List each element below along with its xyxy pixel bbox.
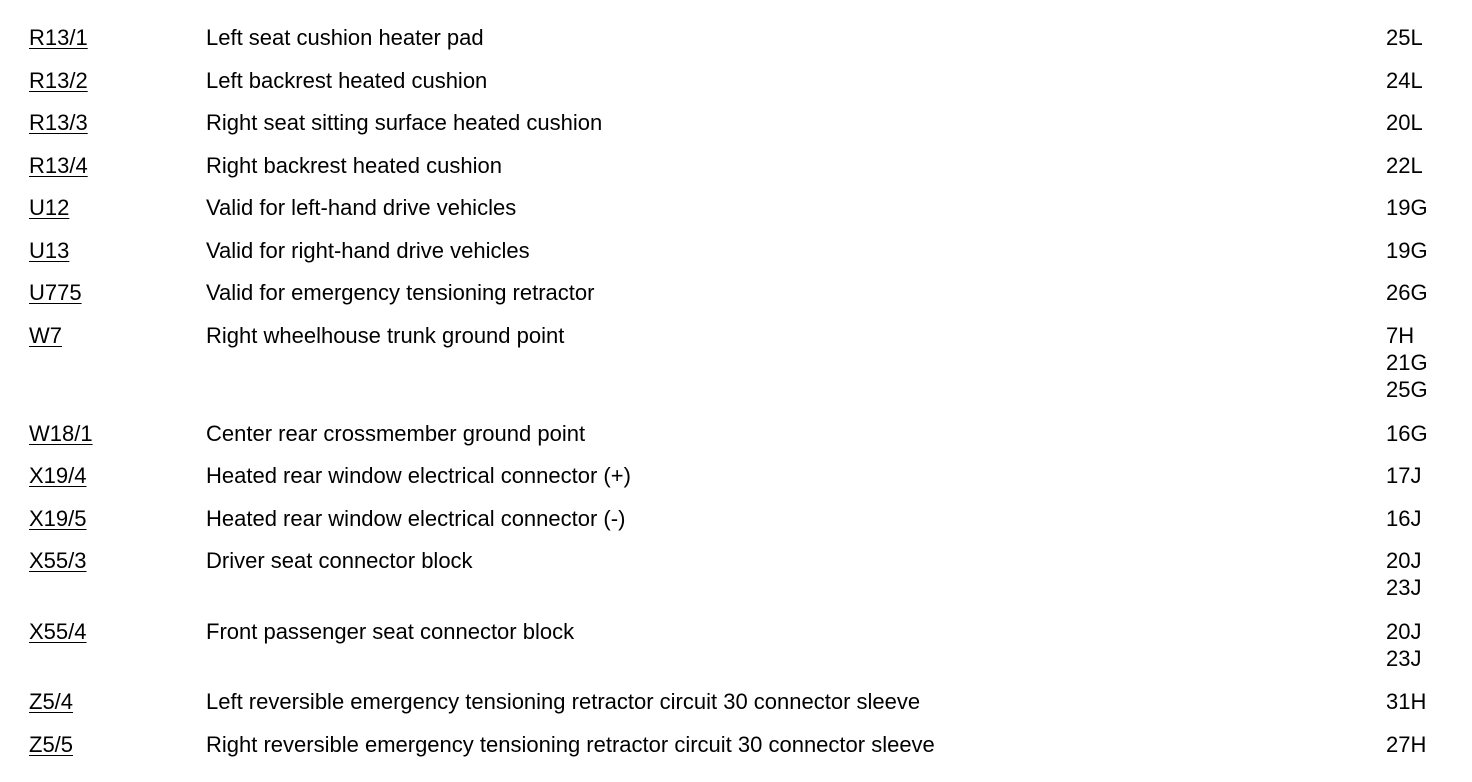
component-description: Right backrest heated cushion (206, 153, 502, 178)
grid-location: 23J (1386, 575, 1422, 600)
component-description: Valid for emergency tensioning retractor (206, 280, 595, 305)
component-code-link[interactable]: X19/4 (29, 463, 87, 488)
grid-location: 31H (1386, 689, 1427, 714)
component-description: Left seat cushion heater pad (206, 25, 484, 50)
component-code-link[interactable]: R13/2 (29, 68, 88, 93)
component-description: Front passenger seat connector block (206, 619, 575, 644)
grid-locations: 20L (1386, 109, 1423, 136)
component-description: Driver seat connector block (206, 548, 473, 573)
component-description: Heated rear window electrical connector … (206, 463, 631, 488)
grid-locations: 19G (1386, 237, 1428, 264)
grid-location: 17J (1386, 463, 1422, 488)
component-code-link[interactable]: U775 (29, 280, 82, 305)
component-code-link[interactable]: U13 (29, 238, 70, 263)
component-description: Valid for right-hand drive vehicles (206, 238, 530, 263)
grid-location: 25L (1386, 25, 1423, 50)
component-description: Center rear crossmember ground point (206, 421, 586, 446)
grid-location: 24L (1386, 68, 1423, 93)
component-code-link[interactable]: W18/1 (29, 421, 93, 446)
grid-location: 23J (1386, 646, 1422, 671)
component-code-link[interactable]: Z5/4 (29, 689, 74, 714)
grid-locations: 22L (1386, 152, 1423, 179)
component-code-link[interactable]: R13/3 (29, 110, 88, 135)
grid-locations: 26G (1386, 279, 1428, 306)
component-code-link[interactable]: R13/4 (29, 153, 88, 178)
grid-location: 16G (1386, 421, 1428, 446)
component-code-link[interactable]: X55/3 (29, 548, 87, 573)
grid-location: 7H (1386, 323, 1415, 348)
grid-location: 20J (1386, 619, 1422, 644)
grid-locations: 24L (1386, 67, 1423, 94)
component-description: Right seat sitting surface heated cushio… (206, 110, 603, 135)
grid-locations: 16J (1386, 505, 1421, 532)
grid-location: 22L (1386, 153, 1423, 178)
grid-locations: 27H (1386, 731, 1426, 758)
grid-locations: 17J (1386, 462, 1421, 489)
grid-locations: 19G (1386, 194, 1428, 221)
component-code-link[interactable]: X55/4 (29, 619, 87, 644)
component-description: Right reversible emergency tensioning re… (206, 732, 935, 757)
grid-location: 27H (1386, 732, 1427, 757)
grid-location: 21G (1386, 350, 1428, 375)
component-code-link[interactable]: U12 (29, 195, 70, 220)
component-code-link[interactable]: R13/1 (29, 25, 88, 50)
grid-location: 19G (1386, 195, 1428, 220)
grid-location: 20J (1386, 548, 1422, 573)
grid-location: 26G (1386, 280, 1428, 305)
grid-location: 19G (1386, 238, 1428, 263)
grid-locations: 25L (1386, 24, 1423, 51)
grid-location: 25G (1386, 377, 1428, 402)
component-code-link[interactable]: W7 (29, 323, 62, 348)
component-description: Heated rear window electrical connector … (206, 506, 626, 531)
grid-location: 16J (1386, 506, 1422, 531)
grid-locations: 16G (1386, 420, 1428, 447)
component-description: Right wheelhouse trunk ground point (206, 323, 565, 348)
component-code-link[interactable]: X19/5 (29, 506, 87, 531)
component-description: Left backrest heated cushion (206, 68, 488, 93)
grid-locations: 31H (1386, 688, 1426, 715)
component-description: Valid for left-hand drive vehicles (206, 195, 517, 220)
component-description: Left reversible emergency tensioning ret… (206, 689, 921, 714)
component-code-link[interactable]: Z5/5 (29, 732, 74, 757)
grid-location: 20L (1386, 110, 1423, 135)
